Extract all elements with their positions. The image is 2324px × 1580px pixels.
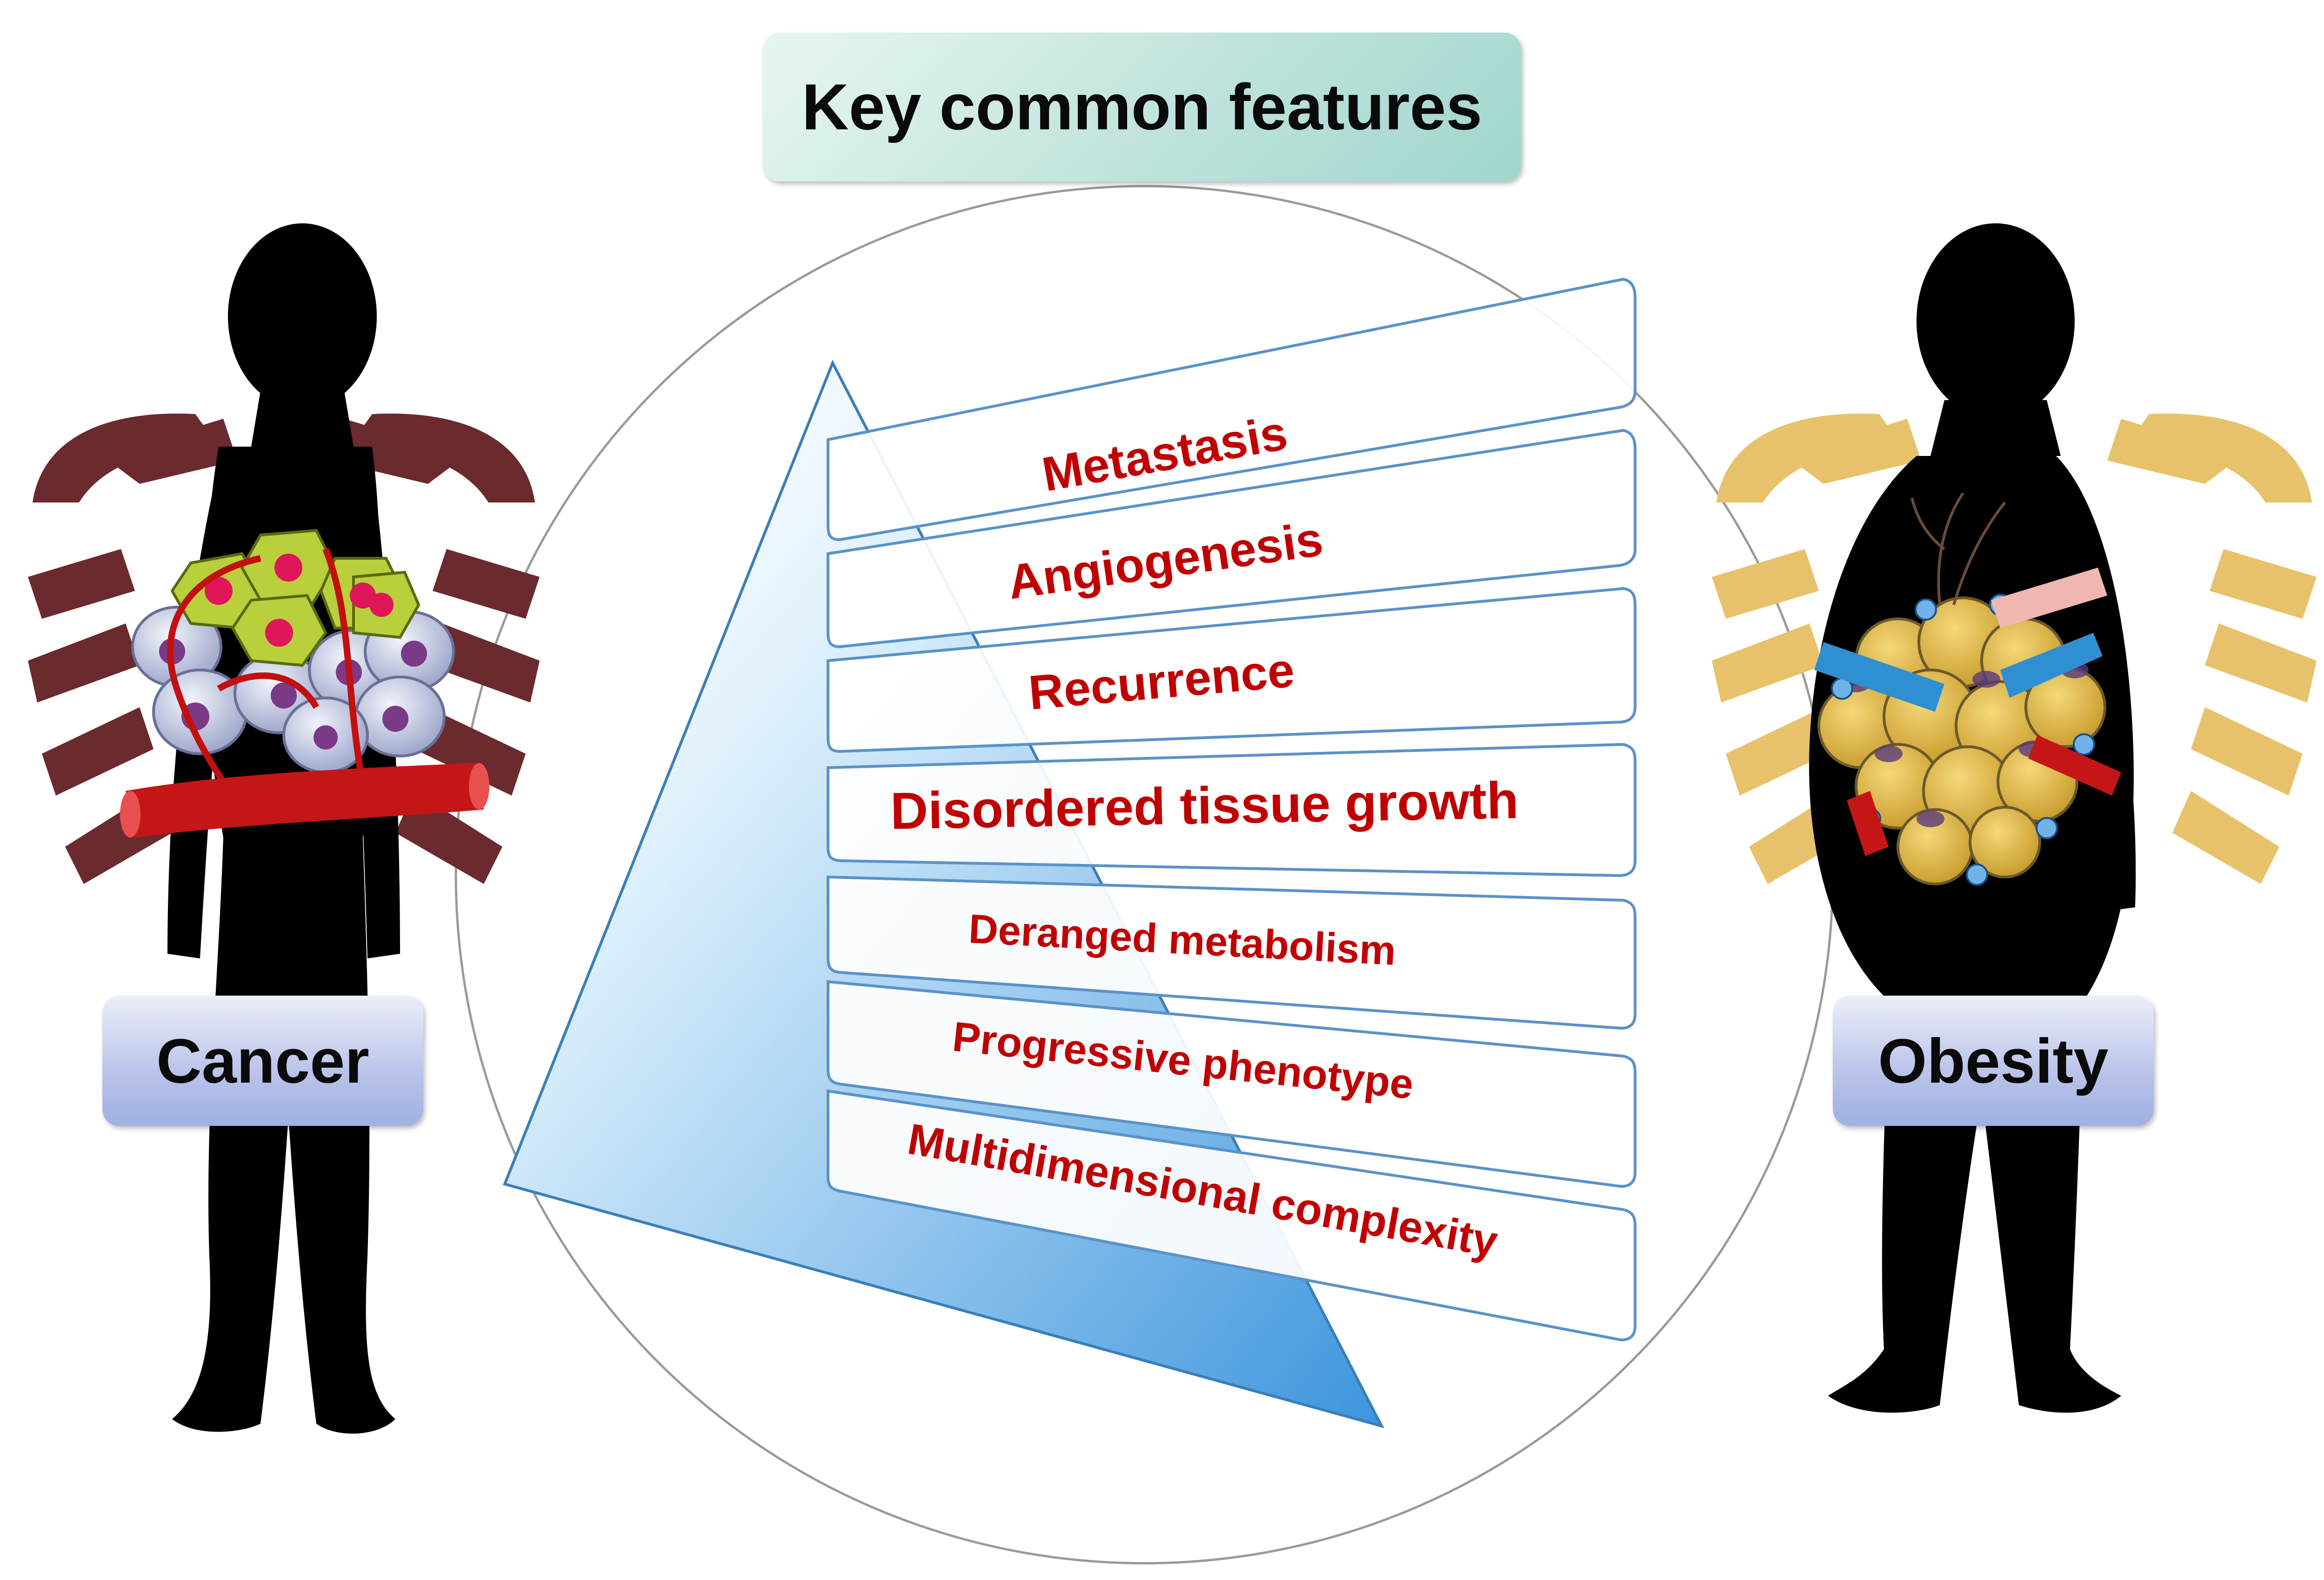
tumor-cells-icon	[120, 529, 489, 837]
adipose-tissue-icon	[1814, 492, 2121, 886]
obesity-label: Obesity	[1833, 996, 2154, 1126]
title-box: Key common features	[763, 33, 1521, 181]
feature-disordered-tissue-growth: Disordered tissue growth	[890, 771, 1519, 840]
obesity-crab-icon	[1712, 413, 2317, 884]
cancer-label: Cancer	[102, 996, 423, 1126]
feature-boxes	[827, 277, 1636, 1342]
